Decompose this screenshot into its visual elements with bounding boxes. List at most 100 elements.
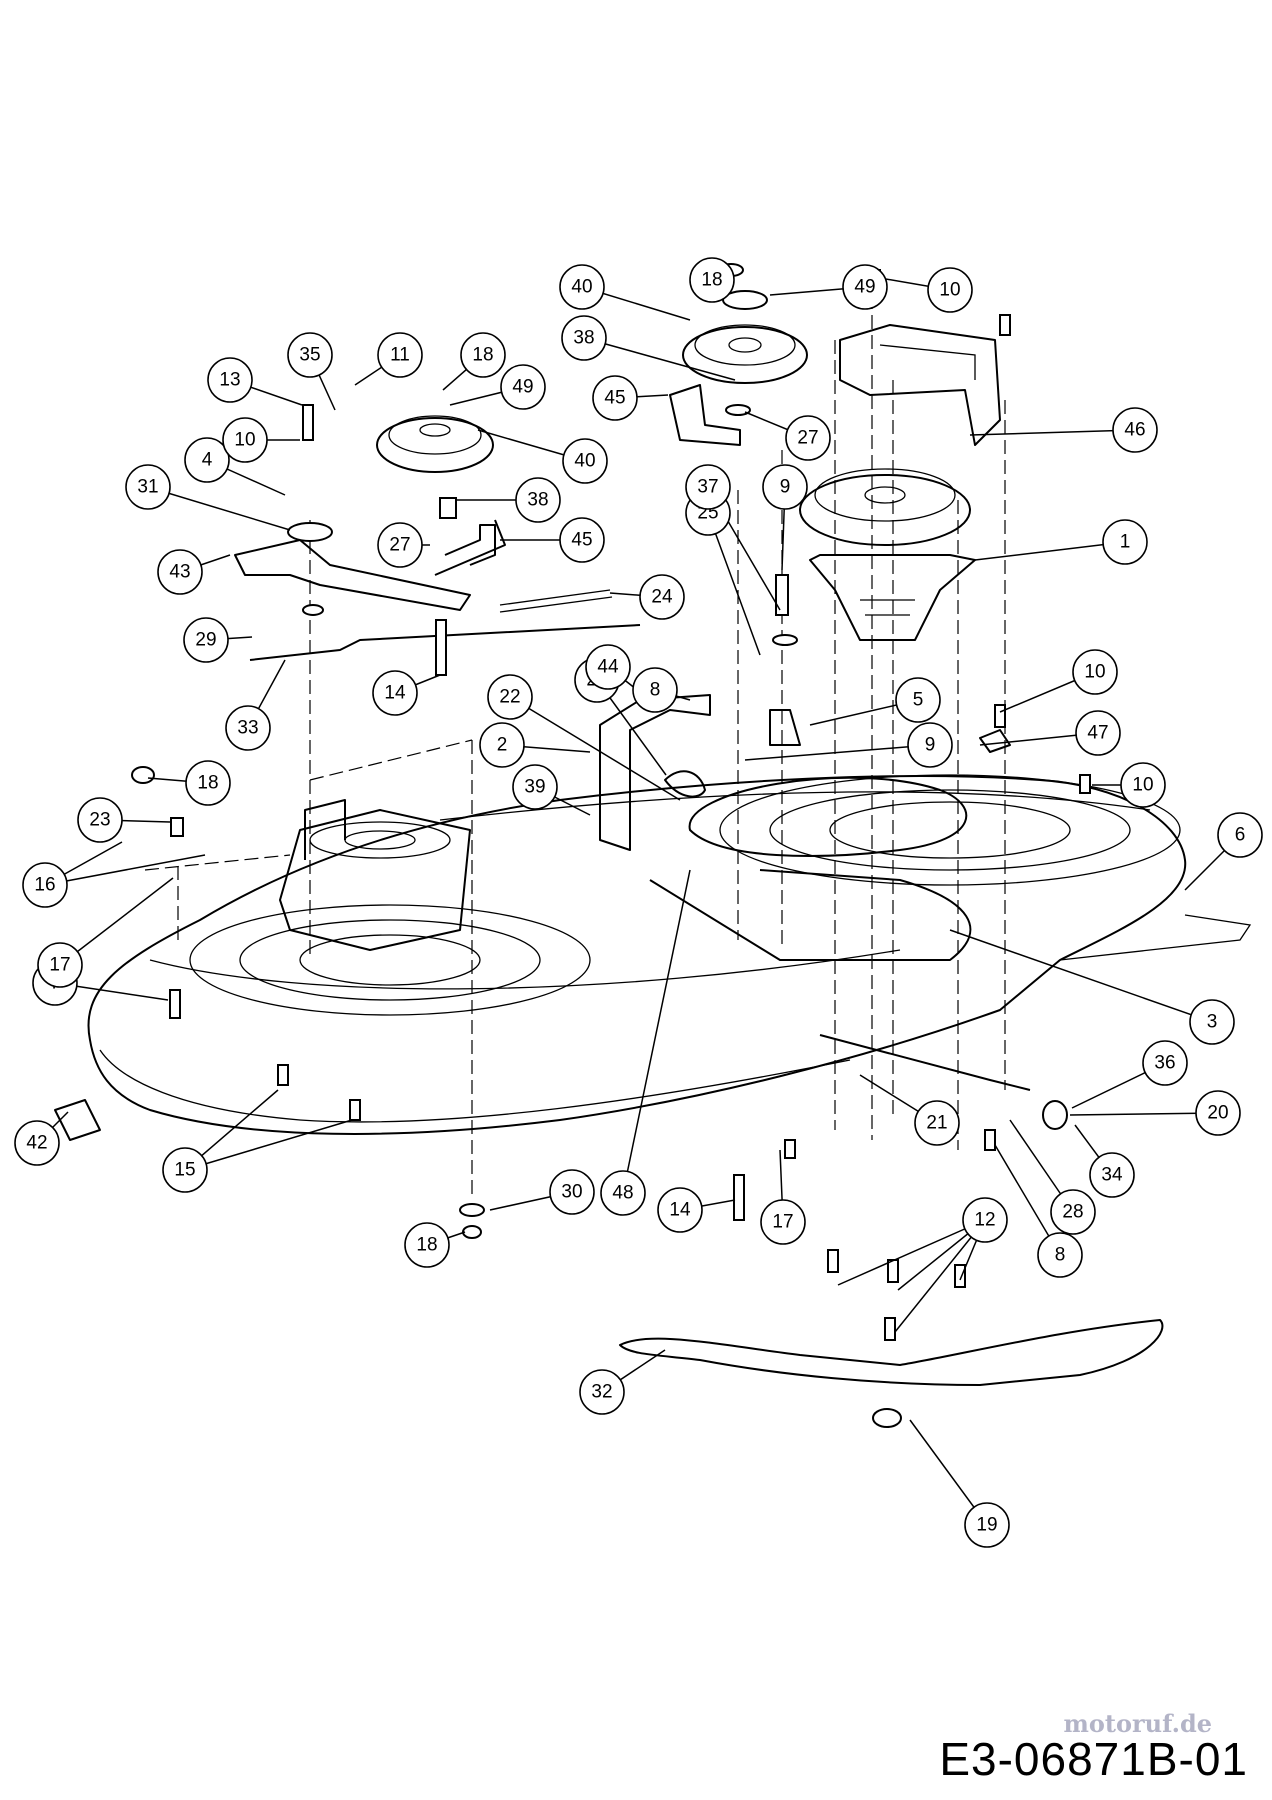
callout-number: 45 [571, 530, 592, 551]
callout-15: 15 [162, 1147, 208, 1193]
callout-number: 28 [1062, 1202, 1083, 1223]
leader-line-17 [59, 877, 174, 966]
mower-deck [87, 774, 1252, 1135]
callout-3: 3 [1189, 999, 1235, 1045]
callout-30: 30 [549, 1169, 595, 1215]
callout-12: 12 [962, 1197, 1008, 1243]
callout-number: 10 [939, 280, 960, 301]
callout-circle [639, 574, 685, 620]
callout-17: 17 [37, 942, 83, 988]
callout-circle [460, 332, 506, 378]
callout-8: 8 [632, 667, 678, 713]
callout-43: 43 [157, 549, 203, 595]
callout-number: 43 [169, 562, 190, 583]
leader-line-9 [744, 744, 931, 761]
callout-circle [479, 722, 525, 768]
callout-balloons: 1234567889910101010111213141415161717181… [14, 257, 1263, 1548]
leader-line-46 [969, 429, 1136, 436]
callout-number: 49 [512, 377, 533, 398]
callout-number: 40 [571, 277, 592, 298]
callout-number: 18 [197, 773, 218, 794]
callout-28: 28 [1050, 1189, 1096, 1235]
callout-circle [515, 477, 561, 523]
callout-number: 27 [797, 428, 818, 449]
callout-42: 42 [14, 1120, 60, 1166]
callout-number: 17 [772, 1212, 793, 1233]
callout-circle [632, 667, 678, 713]
callout-44: 44 [585, 644, 631, 690]
callout-circle [914, 1100, 960, 1146]
callout-number: 35 [299, 345, 320, 366]
callout-circle [125, 464, 171, 510]
callout-45: 45 [559, 517, 605, 563]
callout-number: 21 [926, 1113, 947, 1134]
callout-circle [1217, 812, 1263, 858]
callout-circle [842, 264, 888, 310]
watermark: motoruf.de [1063, 1709, 1212, 1738]
callout-number: 38 [573, 328, 594, 349]
callout-number: 3 [1207, 1012, 1218, 1033]
callout-circle [760, 1199, 806, 1245]
callout-circle [1195, 1090, 1241, 1136]
callout-46: 46 [1112, 407, 1158, 453]
callout-circle [561, 315, 607, 361]
callout-32: 32 [579, 1369, 625, 1415]
callout-10: 10 [1072, 649, 1118, 695]
callout-5: 5 [895, 677, 941, 723]
assembly-lines [144, 295, 1006, 1200]
callout-number: 9 [925, 735, 936, 756]
callout-27: 27 [785, 415, 831, 461]
callout-number: 42 [26, 1133, 47, 1154]
callout-8: 8 [1037, 1232, 1083, 1278]
idler-pulley-left [376, 415, 494, 473]
callout-number: 14 [384, 683, 406, 704]
callout-24: 24 [639, 574, 685, 620]
callout-2: 2 [479, 722, 525, 768]
callout-9: 9 [762, 464, 808, 510]
rod [249, 624, 641, 661]
callout-40: 40 [562, 438, 608, 484]
callout-27: 27 [377, 522, 423, 568]
callout-number: 33 [237, 718, 258, 739]
callout-number: 13 [219, 370, 240, 391]
callout-number: 8 [1055, 1245, 1066, 1266]
callout-13: 13 [207, 357, 253, 403]
callout-circle [77, 797, 123, 843]
callout-circle [512, 764, 558, 810]
leader-lines [36, 269, 1241, 1526]
callout-number: 17 [49, 955, 70, 976]
callout-16: 16 [22, 862, 68, 908]
callout-circle [562, 438, 608, 484]
callout-number: 2 [497, 735, 508, 756]
callout-36: 36 [1142, 1040, 1188, 1086]
callout-number: 5 [913, 690, 924, 711]
callout-circle [372, 670, 418, 716]
callout-47: 47 [1075, 710, 1121, 756]
callout-circle [907, 722, 953, 768]
belt-guide [599, 694, 711, 851]
belt [688, 776, 968, 857]
leader-line-1 [974, 541, 1126, 561]
callout-circle [657, 1187, 703, 1233]
callout-number: 47 [1087, 723, 1108, 744]
callout-number: 45 [604, 388, 625, 409]
callout-22: 22 [487, 674, 533, 720]
callout-number: 38 [527, 490, 548, 511]
callout-number: 29 [195, 630, 216, 651]
callout-38: 38 [515, 477, 561, 523]
callout-circle [689, 257, 735, 303]
callout-number: 34 [1101, 1165, 1123, 1186]
callout-circle [1050, 1189, 1096, 1235]
callout-number: 23 [89, 810, 110, 831]
leader-line-12 [894, 1219, 986, 1333]
callout-circle [183, 617, 229, 663]
callout-9: 9 [907, 722, 953, 768]
callout-circle [585, 644, 631, 690]
callout-circle [404, 1222, 450, 1268]
callout-circle [600, 1170, 646, 1216]
callout-45: 45 [592, 375, 638, 421]
callout-circle [1102, 519, 1148, 565]
callout-1: 1 [1102, 519, 1148, 565]
leader-line-25 [707, 512, 761, 656]
callout-number: 40 [574, 451, 595, 472]
